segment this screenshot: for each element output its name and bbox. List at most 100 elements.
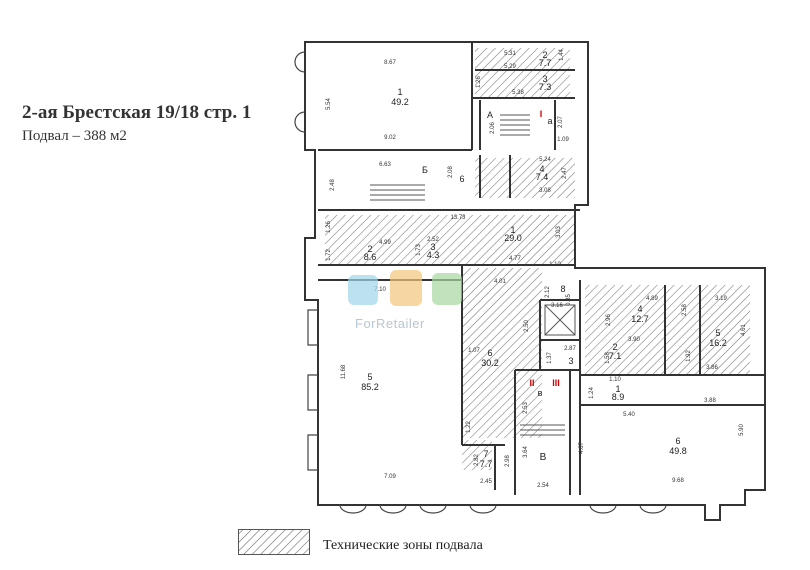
dim-label: 2.54: [537, 483, 549, 489]
room-b-label: Б: [422, 165, 428, 175]
room-3-top-number: 3: [542, 74, 547, 84]
dim-label: 2.96: [606, 314, 612, 326]
dim-label: 8.67: [384, 60, 396, 66]
dim-label: 1.72: [326, 249, 332, 261]
room-6-big-area: 49.8: [669, 446, 687, 456]
room-2-top-number: 2: [542, 50, 547, 60]
dim-label: 1.26: [476, 76, 482, 88]
page-subtitle: Подвал – 388 м2: [22, 128, 127, 144]
bay-windows: [294, 51, 667, 514]
dim-label: 2.45: [480, 479, 492, 485]
room-4-top-area: 7.4: [536, 172, 549, 182]
dim-label: 9.02: [384, 135, 396, 141]
dim-label: 1.24: [589, 387, 595, 399]
dim-label: 2.07: [558, 116, 564, 128]
dim-label: 1.07: [468, 348, 480, 354]
room-3-top-area: 7.3: [539, 82, 552, 92]
dim-label: 2.98: [505, 455, 511, 467]
room-1-right-area: 8.9: [612, 392, 625, 402]
dim-label: 9.68: [672, 478, 684, 484]
dim-label: 5.54: [326, 98, 332, 110]
room-3-right-number: 3: [568, 356, 573, 366]
room-4-right-area: 12.7: [631, 314, 649, 324]
room-1-mid-number: 1: [510, 225, 515, 235]
room-1-number: 1: [397, 87, 402, 97]
room-5-big-area: 85.2: [361, 382, 379, 392]
legend-label: Технические зоны подвала: [323, 538, 483, 553]
dim-label: 11.68: [341, 364, 347, 379]
dim-label: 4.99: [379, 240, 391, 246]
dim-label: 1.09: [557, 137, 569, 143]
room-6-mid-number: 6: [487, 348, 492, 358]
dim-label: 5.31: [504, 51, 516, 57]
room-2-mid-number: 2: [367, 244, 372, 254]
dim-label: 3.03: [556, 226, 562, 238]
dim-label: 2.53: [523, 402, 529, 414]
room-8-number: 8: [560, 284, 565, 294]
dim-label: 2.58: [682, 304, 688, 316]
dim-label: 5.38: [512, 90, 524, 96]
room-5-right-area: 16.2: [709, 338, 727, 348]
dim-label: 0.85: [566, 294, 572, 306]
stair-marker-3: III: [552, 378, 560, 388]
dim-label: 1.92: [686, 350, 692, 362]
room-6-mid-area: 30.2: [481, 358, 499, 368]
dim-label: 5.29: [504, 64, 516, 70]
room-1-area: 49.2: [391, 97, 409, 107]
dim-label: 4.89: [646, 296, 658, 302]
room-1-mid-area: 29.0: [504, 233, 522, 243]
dim-label: 2.50: [524, 320, 530, 332]
room-5-right-number: 5: [715, 328, 720, 338]
room-1-right-number: 1: [615, 384, 620, 394]
dim-label: 2.12: [545, 286, 551, 298]
dim-label: 2.82: [474, 454, 480, 466]
dim-label: 2.87: [564, 346, 576, 352]
dim-label: 1.10: [609, 377, 621, 383]
dim-label: 5.40: [623, 412, 635, 418]
room-v-lower-label: В: [540, 452, 547, 463]
dim-label: 5.24: [539, 157, 551, 163]
page-title: 2-ая Брестская 19/18 стр. 1: [22, 102, 252, 123]
dim-label: 1.58: [605, 352, 611, 364]
dim-label: 3.64: [523, 446, 529, 458]
dim-label: 2.47: [562, 167, 568, 179]
dim-label: 6.63: [379, 162, 391, 168]
stair-marker-1: I: [540, 109, 543, 119]
dim-label: 1.10: [549, 262, 561, 268]
stairs: [370, 114, 576, 436]
room-3-mid-number: 3: [430, 242, 435, 252]
dim-label: 2.06: [490, 122, 496, 134]
dim-label: 2.48: [330, 179, 336, 191]
dim-label: 1.44: [559, 49, 565, 61]
dim-label: 3.88: [704, 398, 716, 404]
dim-label: 5.90: [739, 424, 745, 436]
room-6-big-number: 6: [675, 436, 680, 446]
dim-label: 7.09: [384, 474, 396, 480]
dim-label: 1.73: [416, 244, 422, 256]
dim-label: 4.67: [579, 442, 585, 454]
room-6-small-number: 6: [459, 174, 464, 184]
dim-label: 1.26: [326, 221, 332, 233]
dim-label: 3.90: [628, 337, 640, 343]
room-v-small-label: в: [538, 388, 543, 398]
dim-label: 13.73: [450, 215, 466, 221]
watermark-text: ForRetailer: [355, 316, 425, 331]
dim-label: 3.86: [706, 365, 718, 371]
room-7-number: 7: [483, 449, 488, 459]
room-2-right-area: 7.1: [609, 351, 622, 361]
legend-swatch: [238, 529, 310, 555]
room-a-lower-label: а: [547, 116, 552, 126]
dim-label: 3.16: [551, 303, 563, 309]
dim-label: 3.19: [715, 296, 727, 302]
dim-label: 4.01: [494, 279, 506, 285]
room-5-big-number: 5: [367, 372, 372, 382]
room-4-top-number: 4: [539, 164, 544, 174]
dim-label: 3.08: [539, 188, 551, 194]
room-3-mid-area: 4.3: [427, 250, 440, 260]
stair-marker-2: II: [529, 378, 534, 388]
dim-label: 2.52: [427, 237, 439, 243]
room-2-right-number: 2: [612, 342, 617, 352]
hatched-zones: [325, 48, 750, 470]
room-7-area: 7.7: [480, 459, 493, 469]
